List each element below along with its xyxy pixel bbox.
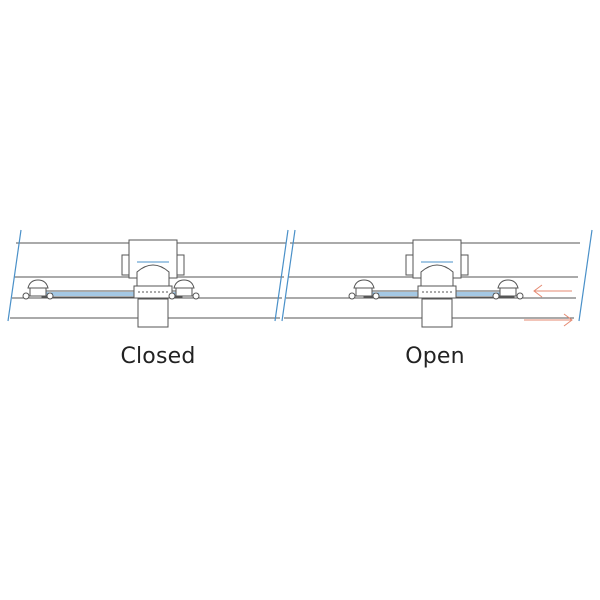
open-panel — [281, 229, 593, 328]
closed-right-clamp — [168, 279, 200, 300]
closed-slide-gate — [41, 285, 183, 299]
closed-label: Closed — [120, 344, 196, 369]
left-arrow-icon — [533, 284, 572, 298]
open-label: Open — [405, 344, 465, 369]
closed-end-lines — [7, 229, 289, 322]
right-arrow-icon — [524, 313, 573, 327]
open-slide-gate — [363, 285, 515, 299]
open-tee-fitting — [405, 239, 469, 290]
open-end-lines — [281, 229, 593, 322]
closed-left-clamp — [22, 279, 54, 300]
closed-panel — [7, 229, 289, 328]
closed-outlet-pipe — [137, 298, 169, 328]
open-left-clamp — [348, 279, 380, 300]
closed-tee-fitting — [121, 239, 185, 290]
open-right-clamp — [492, 279, 524, 300]
open-outlet-pipe — [421, 298, 453, 328]
